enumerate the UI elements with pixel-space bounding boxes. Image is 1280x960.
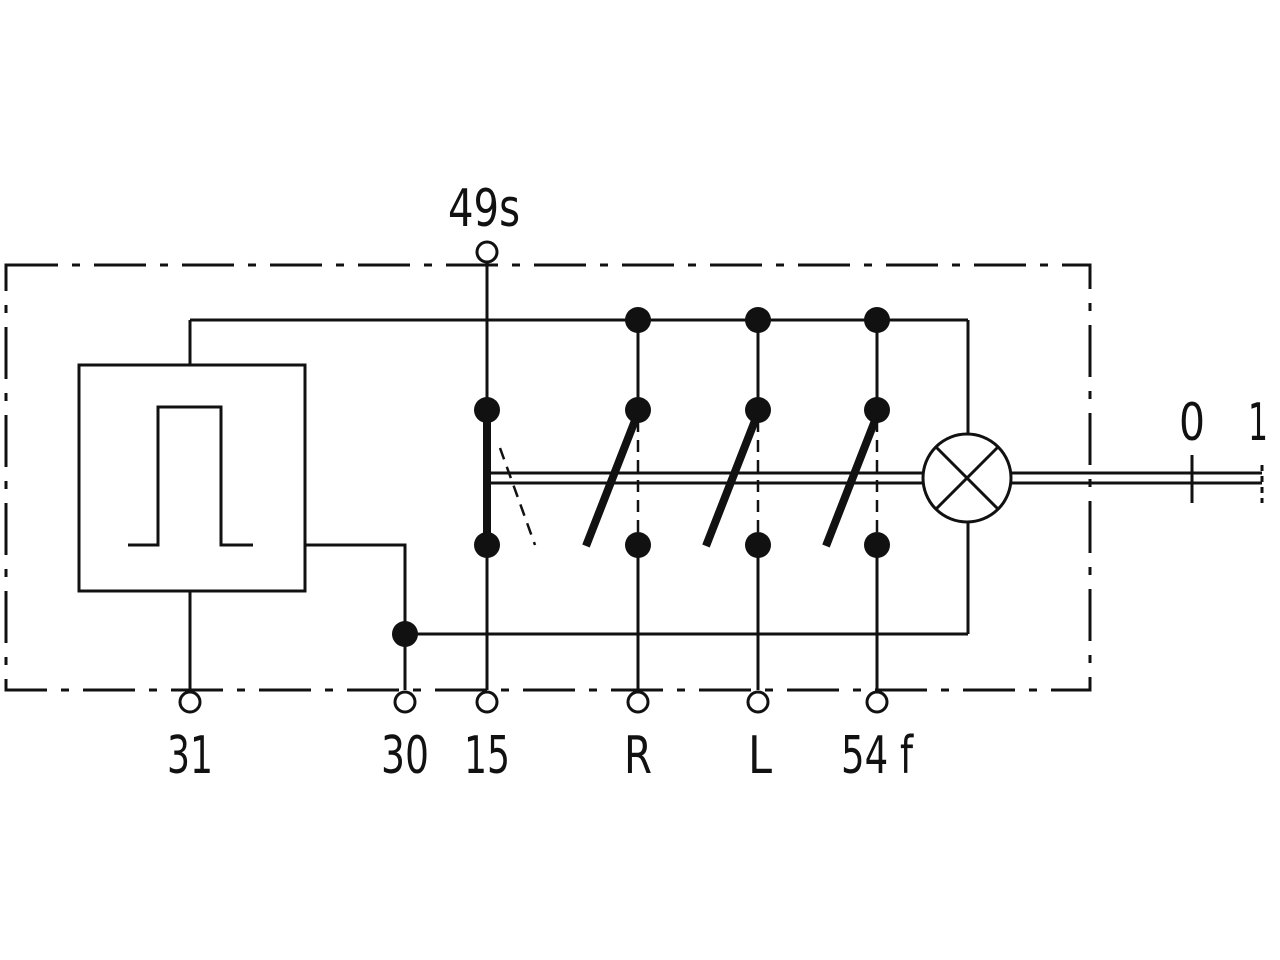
switch-15-alt-position: [498, 447, 537, 546]
junction-dot: [745, 307, 771, 333]
terminal-l-connector: [746, 690, 770, 714]
junction-dot: [625, 307, 651, 333]
terminal-15-label: 15: [464, 726, 510, 786]
indicator-lamp: [921, 432, 1013, 524]
switch-blade-l: [702, 416, 760, 548]
contact-dot: [474, 397, 500, 423]
terminal-30-connector: [393, 690, 417, 714]
pulse-symbol: [128, 405, 253, 547]
terminal-49s-connector: [475, 240, 499, 264]
contact-dot: [625, 532, 651, 558]
terminal-15-connector: [475, 690, 499, 714]
contact-dot: [625, 397, 651, 423]
contact-dot: [745, 532, 771, 558]
terminal-54f-connector: [865, 690, 889, 714]
terminal-r-label: R: [624, 726, 652, 786]
contact-dot: [864, 532, 890, 558]
switch-position-1-label: 1: [1248, 393, 1268, 453]
switch-position-0-label: 0: [1179, 393, 1205, 453]
contact-dot: [864, 397, 890, 423]
junction-dot: [392, 621, 418, 647]
contact-dot: [745, 397, 771, 423]
terminal-54f-label: 54 f: [841, 726, 914, 786]
switch-blade-r: [582, 416, 640, 548]
terminal-49s-label: 49s: [448, 179, 520, 239]
terminal-30-label: 30: [381, 726, 429, 786]
terminal-l-label: L: [748, 726, 772, 786]
terminal-31-connector: [178, 690, 202, 714]
terminal-r-connector: [626, 690, 650, 714]
lamp-cross-b: [934, 445, 1000, 511]
terminal-30-wire: [305, 543, 407, 690]
terminal-31-label: 31: [167, 726, 213, 786]
flasher-unit-box: [77, 363, 307, 593]
switch-blade-54f: [822, 416, 880, 548]
junction-dot: [864, 307, 890, 333]
contact-dot: [474, 532, 500, 558]
housing-boundary: [4, 263, 1092, 692]
